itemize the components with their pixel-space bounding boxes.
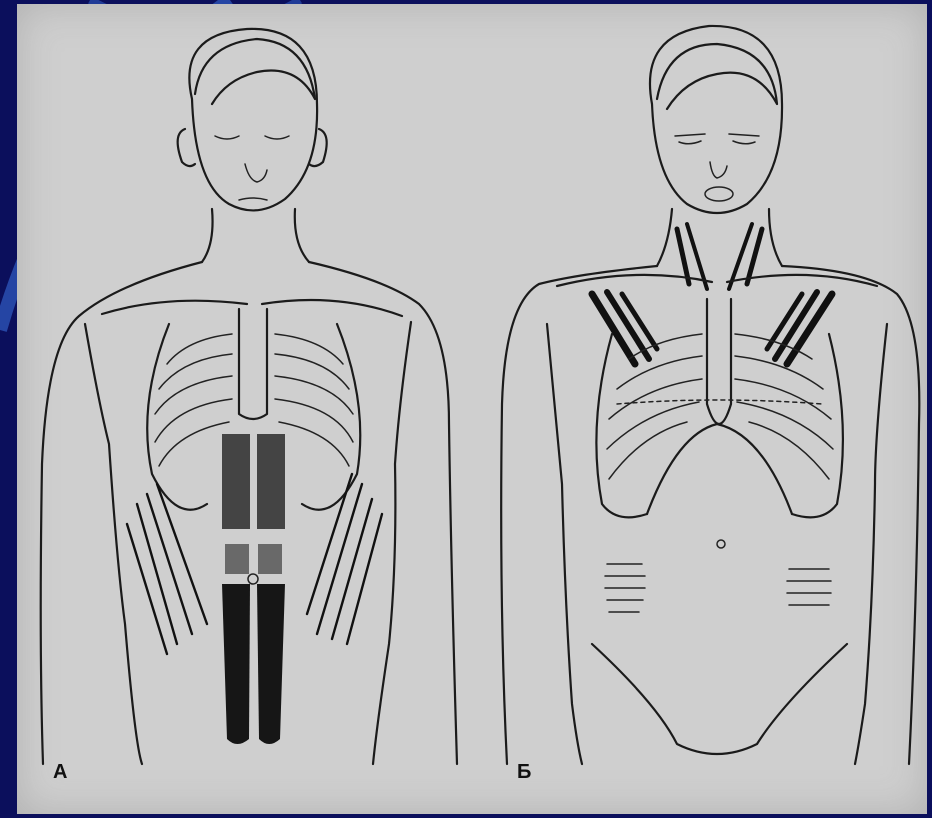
oblique-muscles-a	[127, 474, 382, 654]
ribs-a-left	[155, 334, 232, 466]
ribs-a-right	[275, 334, 353, 466]
ribs-b-left	[607, 334, 702, 479]
figure-b-torso	[501, 26, 919, 764]
anatomy-figure: А Б	[17, 4, 927, 814]
pectoral-accessory-muscles	[592, 292, 832, 364]
ribs-b-right	[735, 334, 833, 479]
flank-hatching	[605, 564, 831, 612]
panel-label-a: А	[53, 761, 67, 784]
anatomy-illustration	[17, 4, 927, 814]
rectus-abdominis	[222, 434, 285, 744]
figure-a-torso	[41, 29, 457, 764]
panel-label-b: Б	[517, 761, 531, 784]
